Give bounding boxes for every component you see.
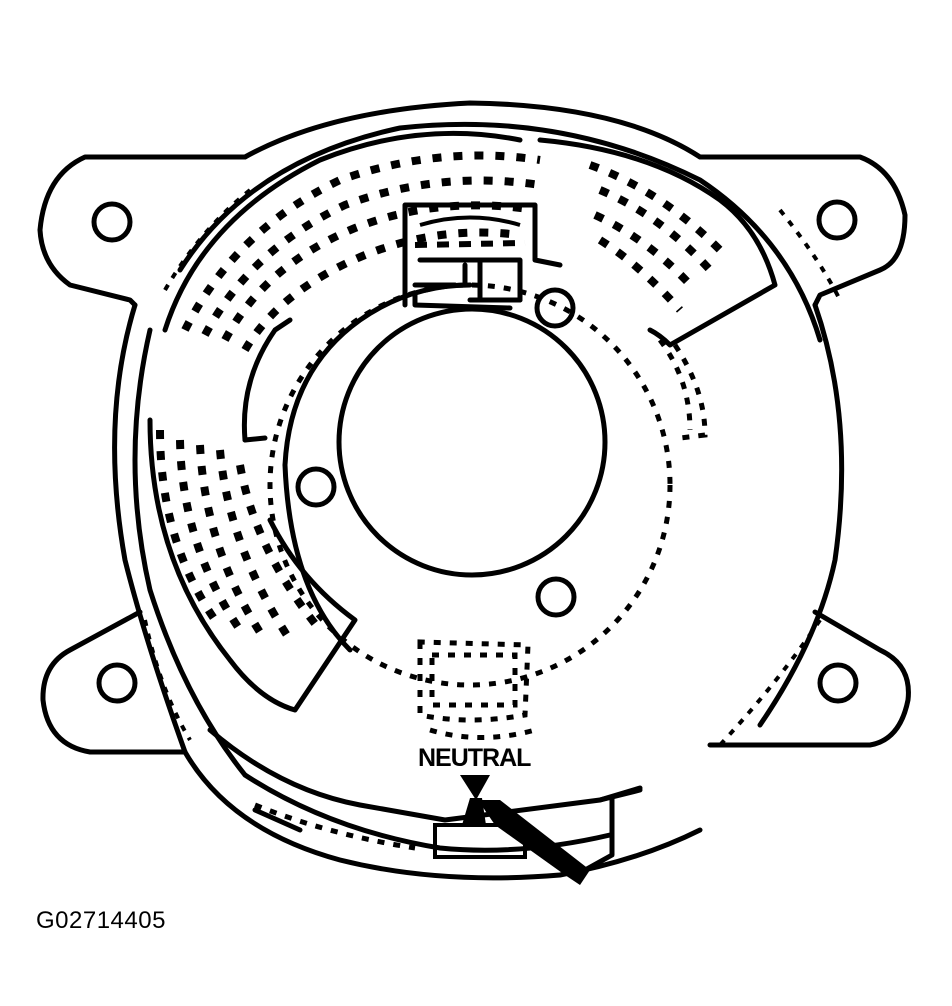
hub-pin-holes	[295, 287, 577, 618]
housing-inner-ring	[132, 121, 842, 853]
ribbon-sector-right	[537, 137, 778, 441]
mounting-holes	[91, 199, 859, 704]
mounting-hole-top-left	[91, 201, 133, 243]
neutral-label: NEUTRAL	[418, 744, 531, 772]
leader-arrow	[478, 800, 590, 885]
mounting-hole-top-right	[816, 199, 858, 241]
neutral-triangle-marker	[460, 775, 490, 800]
pin-hole-bottom	[535, 576, 577, 618]
top-connector	[402, 202, 563, 311]
figure-id: G02714405	[36, 907, 166, 934]
neutral-indicator: NEUTRAL	[418, 744, 590, 885]
pin-hole-left	[295, 466, 337, 508]
mounting-hole-bottom-left	[96, 662, 138, 704]
pin-hole-top	[534, 287, 576, 329]
mounting-hole-bottom-right	[817, 662, 859, 704]
housing-outline	[37, 100, 911, 881]
bottom-connector	[417, 639, 536, 740]
center-bore	[336, 306, 608, 578]
rotor-ring	[267, 282, 673, 688]
alignment-track	[207, 727, 643, 873]
